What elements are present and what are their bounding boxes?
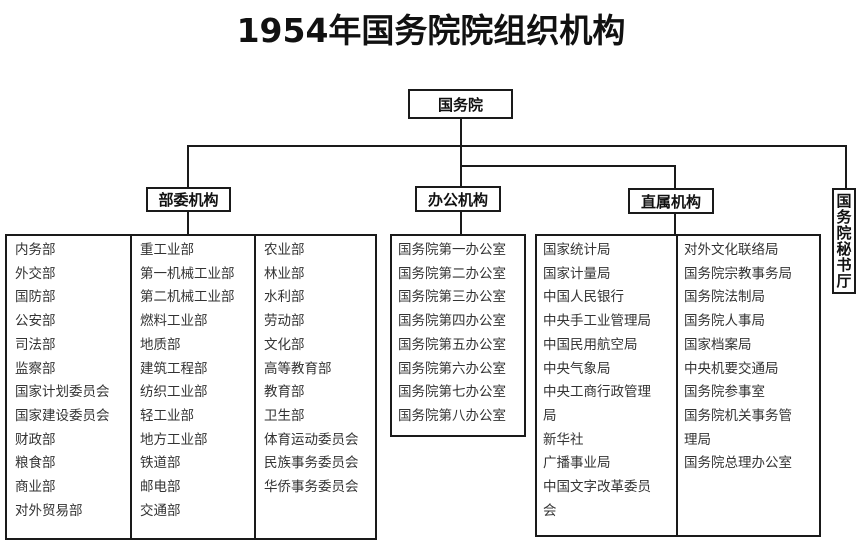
direct-label: 直属机构 xyxy=(640,192,701,211)
offices-table: 国务院第一办公室 国务院第二办公室 国务院第三办公室 国务院第四办公室 国务院第… xyxy=(390,234,526,437)
list-item: 财政部 xyxy=(15,431,56,448)
ministries-node: 部委机构 xyxy=(146,187,231,212)
connector-root-down xyxy=(460,118,462,186)
list-item: 劳动部 xyxy=(264,313,305,330)
list-item: 交通部 xyxy=(140,502,181,519)
list-item: 国务院第三办公室 xyxy=(398,289,506,306)
list-item: 国务院第七办公室 xyxy=(398,384,506,401)
list-item: 民族事务委员会 xyxy=(264,455,359,472)
list-item: 建筑工程部 xyxy=(140,360,208,377)
ministries-table: 内务部 外交部 国防部 公安部 司法部 监察部 国家计划委员会 国家建设委员会 … xyxy=(5,234,377,540)
list-item: 司法部 xyxy=(15,336,56,353)
ministries-column-2: 重工业部 第一机械工业部 第二机械工业部 燃料工业部 地质部 建筑工程部 纺织工… xyxy=(130,236,254,538)
list-item: 会 xyxy=(543,502,557,519)
list-item: 国务院第二办公室 xyxy=(398,265,506,282)
list-item: 公安部 xyxy=(15,313,56,330)
offices-label: 办公机构 xyxy=(427,190,488,209)
connector-direct-horizontal xyxy=(460,165,676,167)
secretariat-label: 国务院秘书厅 xyxy=(834,193,853,289)
list-item: 重工业部 xyxy=(140,242,194,258)
list-item: 外交部 xyxy=(15,265,56,282)
chart-title: 1954年国务院院组织机构 xyxy=(236,11,626,50)
list-item: 对外贸易部 xyxy=(15,502,83,519)
list-item: 中央机要交通局 xyxy=(684,360,779,377)
list-item: 国务院第六办公室 xyxy=(398,360,506,377)
list-item: 国务院第八办公室 xyxy=(398,407,506,424)
direct-node: 直属机构 xyxy=(628,188,714,214)
list-item: 国家计划委员会 xyxy=(15,384,110,401)
list-item: 国务院第五办公室 xyxy=(398,336,506,353)
list-item: 纺织工业部 xyxy=(140,384,208,401)
direct-column-1: 国家统计局 国家计量局 中国人民银行 中央手工业管理局 中国民用航空局 中央气象… xyxy=(537,236,676,535)
list-item: 国务院参事室 xyxy=(684,384,765,401)
connector-to-direct xyxy=(674,165,676,188)
connector-to-ministries xyxy=(187,145,189,187)
list-item: 国务院第四办公室 xyxy=(398,313,506,330)
offices-node: 办公机构 xyxy=(415,186,501,212)
list-item: 中国民用航空局 xyxy=(543,336,638,353)
list-item: 内务部 xyxy=(15,242,56,258)
ministries-column-1: 内务部 外交部 国防部 公安部 司法部 监察部 国家计划委员会 国家建设委员会 … xyxy=(7,236,130,538)
list-item: 国务院第一办公室 xyxy=(398,242,506,258)
connector-main-horizontal xyxy=(187,145,847,147)
ministries-column-3: 农业部 林业部 水利部 劳动部 文化部 高等教育部 教育部 卫生部 体育运动委员… xyxy=(254,236,375,538)
list-item: 农业部 xyxy=(264,242,305,258)
list-item: 广播事业局 xyxy=(543,455,611,472)
list-item: 监察部 xyxy=(15,360,56,377)
list-item: 国家建设委员会 xyxy=(15,407,110,424)
connector-to-secretariat xyxy=(845,145,847,188)
list-item: 华侨事务委员会 xyxy=(264,479,359,496)
list-item: 燃料工业部 xyxy=(140,313,208,330)
list-item: 新华社 xyxy=(543,431,584,448)
list-item: 国家统计局 xyxy=(543,242,611,258)
list-item: 中国人民银行 xyxy=(543,289,624,306)
list-item: 地方工业部 xyxy=(140,431,208,448)
connector-ministries-table xyxy=(187,211,189,235)
list-item: 第一机械工业部 xyxy=(140,265,235,282)
list-item: 国务院总理办公室 xyxy=(684,455,792,472)
list-item: 国务院人事局 xyxy=(684,313,765,330)
list-item: 对外文化联络局 xyxy=(684,242,779,258)
direct-column-2: 对外文化联络局 国务院宗教事务局 国务院法制局 国务院人事局 国家档案局 中央机… xyxy=(676,236,819,535)
list-item: 国家计量局 xyxy=(543,265,611,282)
list-item: 高等教育部 xyxy=(264,360,332,377)
secretariat-node: 国务院秘书厅 xyxy=(832,188,856,294)
list-item: 轻工业部 xyxy=(140,407,194,424)
list-item: 国务院宗教事务局 xyxy=(684,265,792,282)
connector-offices-table xyxy=(460,211,462,235)
list-item: 国务院法制局 xyxy=(684,289,765,306)
list-item: 中央手工业管理局 xyxy=(543,313,651,330)
list-item: 铁道部 xyxy=(140,455,181,472)
list-item: 中国文字改革委员 xyxy=(543,479,651,496)
list-item: 水利部 xyxy=(264,289,305,306)
list-item: 卫生部 xyxy=(264,407,305,424)
root-label: 国务院 xyxy=(437,95,483,114)
list-item: 中央气象局 xyxy=(543,360,611,377)
direct-table: 国家统计局 国家计量局 中国人民银行 中央手工业管理局 中国民用航空局 中央气象… xyxy=(535,234,821,537)
list-item: 文化部 xyxy=(264,336,305,353)
list-item: 邮电部 xyxy=(140,479,181,496)
connector-direct-table xyxy=(674,213,676,235)
list-item: 局 xyxy=(543,407,557,424)
list-item: 商业部 xyxy=(15,479,56,496)
list-item: 地质部 xyxy=(140,336,181,353)
list-item: 国务院机关事务管 xyxy=(684,407,792,424)
list-item: 国家档案局 xyxy=(684,336,752,353)
offices-column-1: 国务院第一办公室 国务院第二办公室 国务院第三办公室 国务院第四办公室 国务院第… xyxy=(392,236,524,435)
list-item: 粮食部 xyxy=(15,455,56,472)
list-item: 理局 xyxy=(684,431,711,448)
root-node: 国务院 xyxy=(408,89,513,119)
list-item: 第二机械工业部 xyxy=(140,289,235,306)
ministries-label: 部委机构 xyxy=(158,191,219,209)
list-item: 教育部 xyxy=(264,384,305,401)
list-item: 体育运动委员会 xyxy=(264,431,359,448)
list-item: 中央工商行政管理 xyxy=(543,384,651,401)
list-item: 林业部 xyxy=(264,265,305,282)
list-item: 国防部 xyxy=(15,289,56,306)
